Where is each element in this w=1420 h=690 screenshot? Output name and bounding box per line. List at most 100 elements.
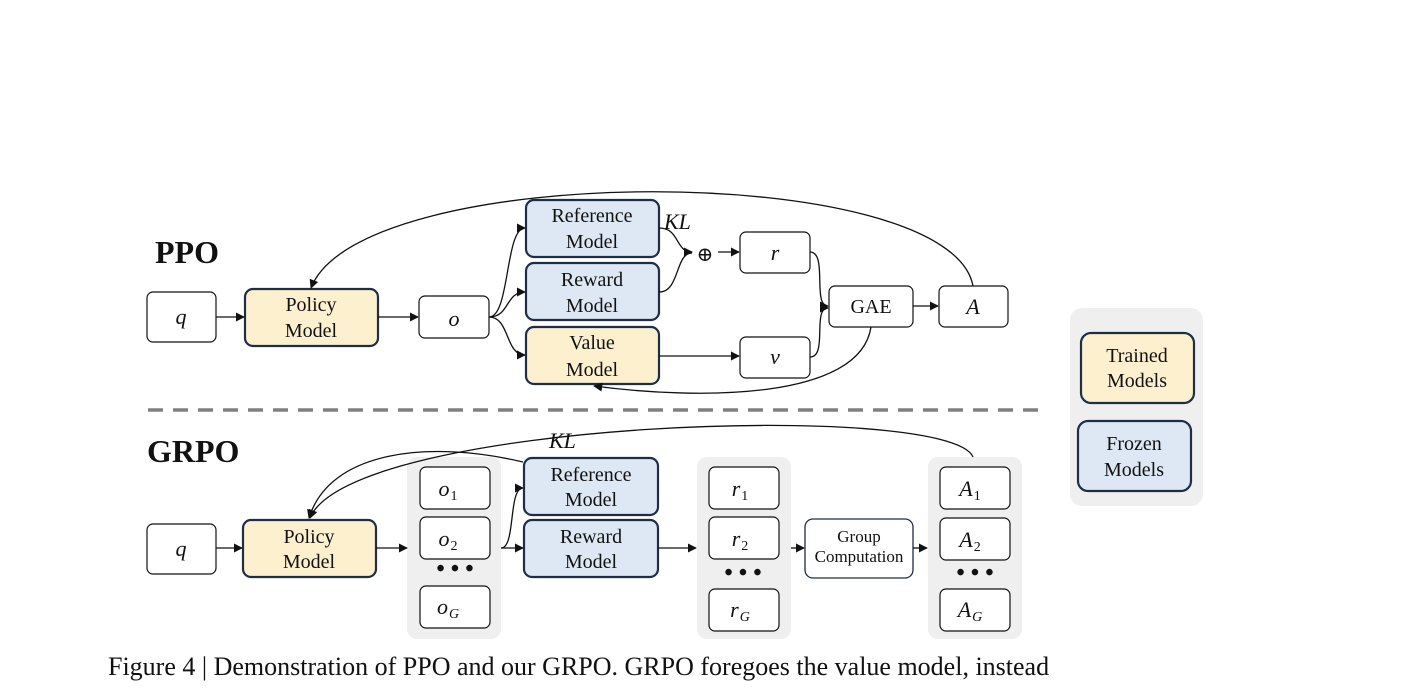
grpo-reward-1-sub: 1: [741, 489, 748, 504]
grpo-advantage-2: A2: [939, 517, 1011, 561]
grpo-output-1-sub: 1: [451, 489, 458, 504]
svg-text:A1: A1: [957, 476, 980, 504]
grpo-connectors: [216, 424, 974, 553]
ppo-value-node: v: [739, 336, 811, 379]
ppo-advantage-node: A: [938, 285, 1009, 328]
legend-trained-label-2: Models: [1107, 370, 1167, 392]
ppo-output-node: o: [418, 295, 490, 339]
ppo-reward-label-2: Model: [566, 295, 619, 317]
grpo-group-computation: Group Computation: [804, 518, 914, 579]
grpo-reward-g: rG: [708, 588, 780, 632]
grpo-policy-label-1: Policy: [283, 526, 334, 548]
ppo-reward-var: r: [771, 240, 780, 265]
grpo-advantage-1-sub: 1: [974, 489, 981, 504]
ppo-value-label-2: Model: [566, 359, 619, 381]
grpo-policy-label-2: Model: [283, 551, 336, 573]
ppo-policy-model: Policy Model: [243, 287, 380, 348]
ppo-title: PPO: [155, 234, 219, 270]
figure-caption: Figure 4 | Demonstration of PPO and our …: [108, 652, 1050, 681]
grpo-query-node: q: [146, 523, 217, 575]
grpo-reward-label-1: Reward: [560, 526, 622, 548]
ppo-value-model: Value Model: [524, 325, 661, 386]
svg-text:AG: AG: [956, 597, 983, 625]
ppo-arrow-o-value: [488, 316, 526, 360]
ppo-sum-symbol: ⊕: [697, 244, 714, 266]
ppo-policy-label-1: Policy: [285, 294, 336, 316]
ppo-arrow-reference-sum: [658, 227, 693, 257]
grpo-group-label-2: Computation: [815, 547, 904, 566]
grpo-advantage-2-base: A: [957, 527, 973, 552]
ppo-reward-label-1: Reward: [561, 269, 623, 291]
grpo-advantage-1-base: A: [957, 476, 973, 501]
ppo-query-label: q: [176, 304, 187, 329]
svg-text:oG: oG: [437, 594, 459, 622]
svg-text:rG: rG: [730, 597, 750, 625]
grpo-group-label-1: Group: [837, 527, 880, 546]
grpo-kl-label: KL: [548, 428, 576, 453]
grpo-arrow-advantages-policy: [308, 424, 974, 519]
grpo-reward-1-base: r: [732, 476, 741, 501]
ppo-arrow-a-policy: [309, 191, 974, 289]
grpo-reference-model: Reference Model: [522, 456, 660, 517]
ppo-reference-label-1: Reference: [551, 205, 632, 227]
ppo-advantage-label: A: [964, 294, 980, 319]
ppo-arrow-reward-sum: [658, 252, 693, 293]
grpo-reward-ellipsis: • • •: [724, 560, 761, 586]
ppo-gae-label: GAE: [850, 296, 891, 318]
grpo-advantage-ellipsis: • • •: [956, 560, 993, 586]
ppo-reward-node: r: [739, 231, 811, 274]
grpo-arrow-reference-policy: [307, 450, 524, 519]
grpo-reward-2-sub: 2: [741, 539, 748, 554]
grpo-output-2: o2: [419, 516, 491, 560]
grpo-output-g-sub: G: [449, 607, 459, 622]
svg-text:A2: A2: [957, 527, 980, 555]
legend-frozen-label-1: Frozen: [1106, 433, 1162, 455]
ppo-value-var: v: [770, 344, 780, 369]
ppo-arrow-r-gae: [809, 251, 829, 311]
legend-frozen-label-2: Models: [1104, 459, 1164, 481]
grpo-output-2-sub: 2: [451, 539, 458, 554]
grpo-title: GRPO: [147, 433, 239, 469]
ppo-connectors: [216, 191, 974, 394]
grpo-reward-2: r2: [708, 516, 780, 560]
grpo-output-g-base: o: [437, 594, 448, 619]
grpo-output-2-base: o: [439, 526, 450, 551]
grpo-advantage-g: AG: [939, 588, 1011, 632]
grpo-advantage-g-sub: G: [972, 610, 982, 625]
grpo-reward-label-2: Model: [565, 551, 618, 573]
svg-text:o2: o2: [439, 526, 458, 554]
grpo-advantage-2-sub: 2: [974, 540, 981, 555]
ppo-gae-node: GAE: [828, 285, 914, 328]
grpo-reward-2-base: r: [732, 526, 741, 551]
ppo-policy-label-2: Model: [285, 320, 338, 342]
ppo-output-label: o: [449, 306, 460, 331]
svg-text:o1: o1: [439, 476, 458, 504]
ppo-reference-model: Reference Model: [524, 198, 661, 259]
grpo-arrow-outputs-reference: [500, 483, 524, 549]
grpo-reward-g-base: r: [730, 597, 739, 622]
grpo-reward-1: r1: [708, 466, 780, 510]
grpo-output-1-base: o: [439, 476, 450, 501]
ppo-reward-model: Reward Model: [524, 261, 661, 322]
grpo-output-1: o1: [419, 466, 491, 510]
ppo-arrow-v-gae: [809, 303, 829, 358]
ppo-arrow-o-reference: [488, 223, 526, 318]
grpo-reward-model: Reward Model: [522, 518, 660, 579]
grpo-reward-g-sub: G: [740, 610, 750, 625]
legend-frozen: Frozen Models: [1076, 419, 1193, 493]
grpo-reference-label-1: Reference: [550, 464, 631, 486]
svg-text:r2: r2: [732, 526, 749, 554]
grpo-policy-model: Policy Model: [241, 518, 378, 579]
grpo-output-ellipsis: • • •: [436, 556, 473, 582]
ppo-arrow-gae-value: [593, 326, 872, 394]
legend-trained: Trained Models: [1079, 331, 1196, 405]
ppo-value-label-1: Value: [569, 332, 615, 354]
grpo-advantage-g-base: A: [956, 597, 972, 622]
ppo-reference-label-2: Model: [566, 231, 619, 253]
grpo-advantage-1: A1: [939, 466, 1011, 510]
grpo-output-g: oG: [419, 585, 491, 629]
grpo-query-label: q: [176, 536, 187, 561]
legend-trained-label-1: Trained: [1106, 345, 1167, 367]
ppo-query-node: q: [146, 291, 217, 343]
